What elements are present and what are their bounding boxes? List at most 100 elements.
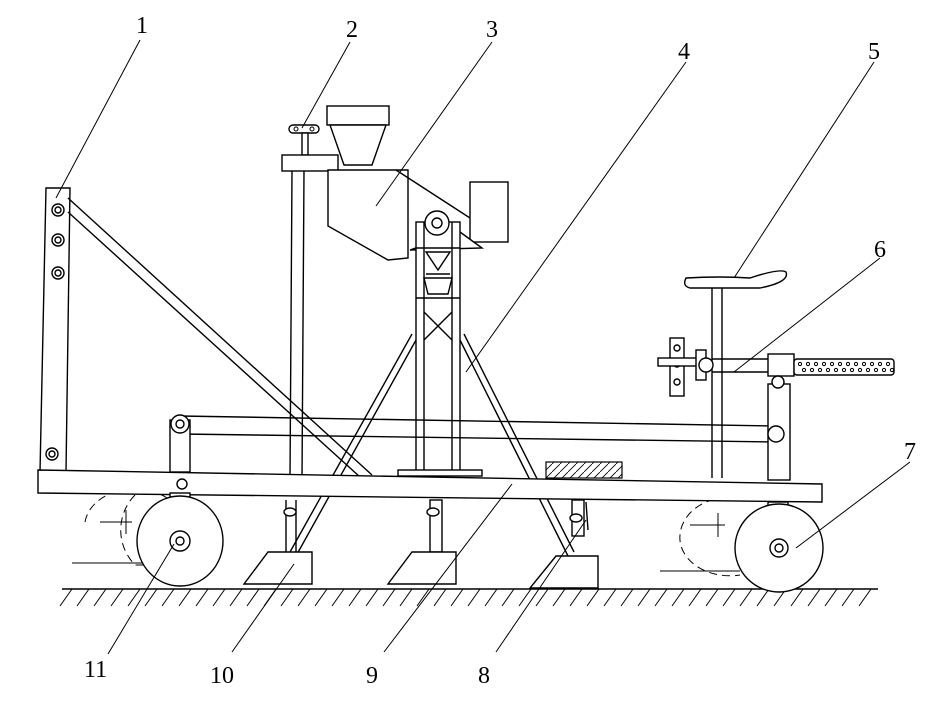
furrow-opener-middle bbox=[386, 499, 457, 585]
hatch-stroke bbox=[76, 588, 90, 607]
hatch-stroke bbox=[144, 588, 158, 607]
hatch-stroke bbox=[858, 588, 872, 607]
grip-dot bbox=[861, 361, 867, 367]
hatch-stroke bbox=[756, 588, 770, 607]
hatch-stroke bbox=[365, 588, 379, 607]
hatch-stroke bbox=[297, 588, 311, 607]
hatch-stroke bbox=[807, 588, 821, 607]
main-frame bbox=[37, 469, 823, 503]
grip-dot bbox=[805, 361, 811, 367]
rear-plate bbox=[39, 187, 71, 473]
hatch-stroke bbox=[552, 588, 566, 607]
callout-4: 4 bbox=[678, 39, 690, 65]
hatch-stroke bbox=[382, 588, 396, 607]
callout-2: 2 bbox=[346, 17, 358, 43]
a-frame-legs bbox=[289, 333, 575, 557]
callout-5: 5 bbox=[868, 39, 880, 65]
rear-wheel-dashed bbox=[84, 488, 171, 566]
grip-dot bbox=[829, 361, 835, 367]
hatch-stroke bbox=[654, 588, 668, 607]
hatch-stroke bbox=[93, 588, 107, 607]
grip-dot bbox=[869, 361, 875, 367]
callout-10: 10 bbox=[210, 663, 234, 689]
hatch-stroke bbox=[110, 588, 124, 607]
diagonal-brace bbox=[67, 197, 373, 478]
grip-dot bbox=[833, 367, 839, 373]
grip-dot bbox=[825, 367, 831, 373]
hatch-stroke bbox=[212, 588, 226, 607]
hatch-stroke bbox=[501, 588, 515, 607]
grip-dot bbox=[813, 361, 819, 367]
steering-handle bbox=[657, 337, 895, 397]
hatch-stroke bbox=[824, 588, 838, 607]
upper-link-beam bbox=[169, 414, 777, 473]
grip-dot bbox=[817, 367, 823, 373]
rear-wheel bbox=[136, 492, 224, 587]
hatch-stroke bbox=[450, 588, 464, 607]
furrow-opener-right bbox=[528, 499, 599, 589]
callout-6: 6 bbox=[874, 237, 886, 263]
hatch-stroke bbox=[348, 588, 362, 607]
grip-dot bbox=[809, 367, 815, 373]
hatch-stroke bbox=[246, 588, 260, 607]
hatch-stroke bbox=[637, 588, 651, 607]
hatch-stroke bbox=[127, 588, 141, 607]
grip-dot bbox=[889, 367, 895, 373]
hatch-stroke bbox=[280, 588, 294, 607]
hatch-stroke bbox=[688, 588, 702, 607]
hatch-stroke bbox=[671, 588, 685, 607]
ground-hatching bbox=[59, 588, 872, 607]
grip-texture bbox=[797, 361, 895, 373]
hatch-stroke bbox=[603, 588, 617, 607]
hatch-stroke bbox=[467, 588, 481, 607]
hatch-stroke bbox=[620, 588, 634, 607]
furrow-opener-left bbox=[242, 500, 313, 585]
hatch-stroke bbox=[535, 588, 549, 607]
hatch-stroke bbox=[518, 588, 532, 607]
hatch-stroke bbox=[416, 588, 430, 607]
hatch-stroke bbox=[331, 588, 345, 607]
hatch-stroke bbox=[569, 588, 583, 607]
callout-numbers: 1 2 3 4 5 6 7 8 9 10 11 bbox=[84, 13, 916, 689]
grip-dot bbox=[841, 367, 847, 373]
callout-9: 9 bbox=[366, 663, 378, 689]
grip-dot bbox=[837, 361, 843, 367]
grip-dot bbox=[797, 361, 803, 367]
hatch-stroke bbox=[195, 588, 209, 607]
hatch-stroke bbox=[739, 588, 753, 607]
grip-dot bbox=[873, 367, 879, 373]
front-wheel bbox=[734, 375, 824, 593]
callout-11: 11 bbox=[84, 657, 107, 683]
callout-leaders bbox=[55, 39, 911, 655]
grip-dot bbox=[881, 367, 887, 373]
front-wheel-dashed bbox=[679, 496, 741, 577]
hatch-stroke bbox=[178, 588, 192, 607]
hatch-stroke bbox=[484, 588, 498, 607]
hatch-stroke bbox=[399, 588, 413, 607]
hatch-stroke bbox=[161, 588, 175, 607]
callout-3: 3 bbox=[486, 17, 498, 43]
hatch-stroke bbox=[59, 588, 73, 607]
callout-8: 8 bbox=[478, 663, 490, 689]
grip-dot bbox=[877, 361, 883, 367]
press-block bbox=[545, 461, 623, 479]
hatch-stroke bbox=[841, 588, 855, 607]
hatch-stroke bbox=[586, 588, 600, 607]
callout-1: 1 bbox=[136, 13, 148, 39]
grip-dot bbox=[885, 361, 891, 367]
hatch-stroke bbox=[705, 588, 719, 607]
hatch-stroke bbox=[433, 588, 447, 607]
central-tower bbox=[397, 210, 483, 477]
hatch-stroke bbox=[314, 588, 328, 607]
grip-dot bbox=[849, 367, 855, 373]
grip-dot bbox=[801, 367, 807, 373]
grip-dot bbox=[857, 367, 863, 373]
callout-7: 7 bbox=[904, 439, 916, 465]
grip-dot bbox=[845, 361, 851, 367]
grip-dot bbox=[853, 361, 859, 367]
hatch-stroke bbox=[229, 588, 243, 607]
hatch-stroke bbox=[790, 588, 804, 607]
grip-dot bbox=[865, 367, 871, 373]
